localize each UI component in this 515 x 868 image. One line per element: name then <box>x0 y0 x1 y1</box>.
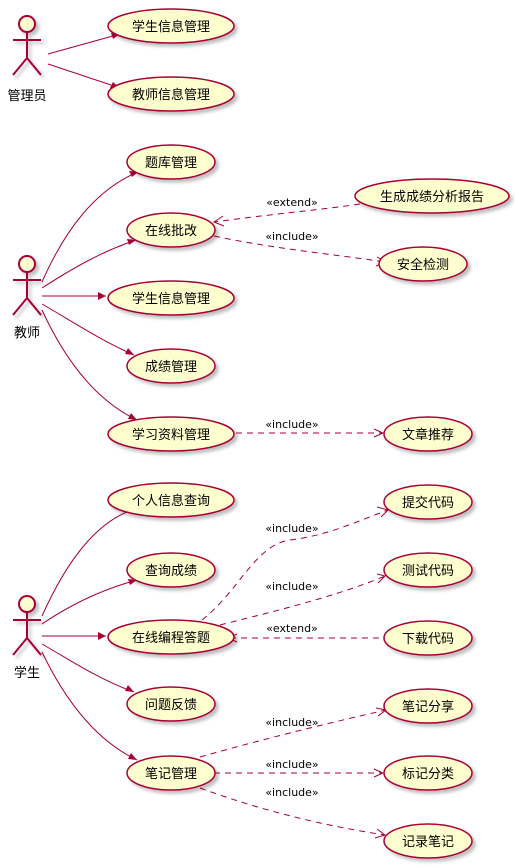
arrowhead <box>376 573 386 584</box>
stereotype-label: «include» <box>265 230 318 243</box>
association-student-query-score <box>41 579 138 625</box>
actor-admin[interactable] <box>12 15 42 76</box>
extend-grade-report-to-grading <box>213 203 361 223</box>
usecase-label: 教师信息管理 <box>132 87 210 103</box>
usecase-label: 在线批改 <box>145 224 197 239</box>
association-teacher-score <box>41 303 135 356</box>
usecase-article-recommend[interactable]: 文章推荐 <box>383 416 473 452</box>
usecase-query-score[interactable]: 查询成绩 <box>126 552 216 588</box>
usecase-admin-teacher-info[interactable]: 教师信息管理 <box>107 76 235 112</box>
arrowhead <box>373 428 385 438</box>
usecase-label: 个人信息查询 <box>132 493 210 509</box>
include-notes-to-record <box>199 787 386 836</box>
arrowhead <box>212 215 225 227</box>
stereotype-label: «include» <box>265 580 318 593</box>
usecase-label: 标记分类 <box>402 767 454 782</box>
usecase-teacher-student-info[interactable]: 学生信息管理 <box>107 280 235 316</box>
usecase-label: 生成成绩分析报告 <box>380 190 484 205</box>
usecase-download-code[interactable]: 下载代码 <box>383 620 473 656</box>
usecase-label: 学习资料管理 <box>132 427 210 443</box>
usecase-record-note[interactable]: 记录笔记 <box>383 823 473 859</box>
usecase-label: 测试代码 <box>402 564 454 579</box>
usecase-security-check[interactable]: 安全检测 <box>378 246 468 282</box>
actor-student[interactable] <box>12 595 42 656</box>
actor-label-admin: 管理员 <box>7 89 46 104</box>
stereotype-label: «include» <box>265 418 318 431</box>
usecase-label: 在线编程答题 <box>132 630 210 646</box>
stereotype-label: «include» <box>265 786 318 799</box>
usecase-label: 题库管理 <box>145 155 197 171</box>
usecase-label: 提交代码 <box>402 495 454 511</box>
usecase-tag-category[interactable]: 标记分类 <box>383 755 473 791</box>
actor-teacher[interactable] <box>12 255 42 316</box>
usecase-score-management[interactable]: 成绩管理 <box>126 348 216 384</box>
usecase-personal-info-query[interactable]: 个人信息查询 <box>107 482 235 518</box>
usecase-online-grading[interactable]: 在线批改 <box>126 212 216 248</box>
include-notes-to-share <box>199 709 387 758</box>
usecase-online-programming[interactable]: 在线编程答题 <box>107 619 235 655</box>
arrowhead <box>374 828 387 839</box>
stereotype-label: «include» <box>265 716 318 729</box>
arrowhead <box>127 239 136 245</box>
arrowhead <box>373 768 385 778</box>
usecase-study-material[interactable]: 学习资料管理 <box>107 416 235 452</box>
usecase-submit-code[interactable]: 提交代码 <box>383 484 473 520</box>
arrowhead <box>125 348 134 355</box>
association-teacher-study-material <box>41 309 138 421</box>
association-student-note-management <box>41 651 138 761</box>
association-admin-teacher-info <box>47 63 121 89</box>
usecase-grade-report[interactable]: 生成成绩分析报告 <box>354 178 510 214</box>
usecase-label: 问题反馈 <box>145 698 197 713</box>
usecase-admin-student-info[interactable]: 学生信息管理 <box>107 8 235 44</box>
usecase-label: 查询成绩 <box>145 564 197 579</box>
usecase-label: 学生信息管理 <box>132 291 210 307</box>
usecase-note-share[interactable]: 笔记分享 <box>383 688 473 724</box>
stereotype-label: «extend» <box>266 196 318 209</box>
arrowhead <box>125 685 134 692</box>
stereotype-label: «include» <box>265 758 318 771</box>
association-teacher-question-bank <box>41 171 139 283</box>
usecase-feedback[interactable]: 问题反馈 <box>126 686 216 722</box>
association-admin-student-info <box>47 33 121 55</box>
usecase-label: 文章推荐 <box>402 427 454 443</box>
usecase-label: 下载代码 <box>402 632 454 647</box>
arrowhead <box>128 753 137 760</box>
usecase-label: 笔记管理 <box>145 766 197 782</box>
usecase-note-management[interactable]: 笔记管理 <box>126 755 216 791</box>
association-student-feedback <box>41 643 135 693</box>
usecase-label: 笔记分享 <box>402 699 454 715</box>
usecase-label: 学生信息管理 <box>132 19 210 35</box>
actor-label-teacher: 教师 <box>14 325 40 341</box>
association-student-personal-info <box>41 507 139 617</box>
usecase-label: 安全检测 <box>397 257 449 273</box>
arrowhead <box>98 632 106 640</box>
arrowhead <box>128 413 137 420</box>
stereotype-label: «include» <box>265 522 318 535</box>
stereotype-label: «extend» <box>266 622 318 635</box>
include-programming-to-test <box>219 575 386 626</box>
association-teacher-online-grading <box>41 239 137 289</box>
usecase-label: 记录笔记 <box>402 834 454 850</box>
usecase-question-bank[interactable]: 题库管理 <box>126 144 216 180</box>
usecase-label: 成绩管理 <box>145 360 197 375</box>
actor-label-student: 学生 <box>14 665 40 681</box>
arrowhead <box>98 292 106 300</box>
usecase-test-code[interactable]: 测试代码 <box>383 552 473 588</box>
